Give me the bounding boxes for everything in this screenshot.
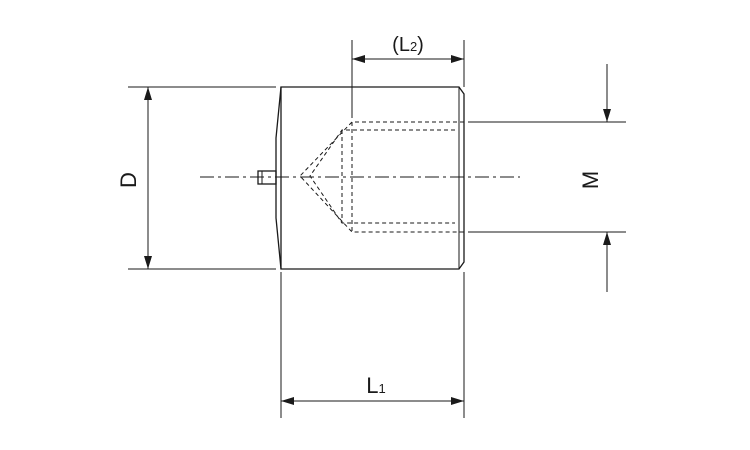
dimension-l1: L1: [280, 272, 465, 418]
thread-label: M: [578, 171, 603, 189]
length-thread-sub: 2: [410, 39, 417, 54]
dimension-d: D: [116, 86, 276, 270]
dimension-m: M: [468, 64, 626, 292]
length-thread-open: (: [392, 34, 399, 56]
length-thread-close: ): [417, 34, 424, 56]
dimension-l2: (L2): [351, 34, 465, 118]
diameter-label: D: [116, 172, 141, 188]
length-overall-label: L1: [366, 373, 385, 398]
part-body: [275, 86, 465, 270]
length-thread-label: (L2): [392, 34, 424, 56]
length-overall-sub: 1: [379, 381, 386, 396]
length-thread-main: L: [399, 34, 410, 56]
length-overall-main: L: [366, 373, 378, 398]
threaded-hole-hidden-lines: [299, 121, 464, 233]
